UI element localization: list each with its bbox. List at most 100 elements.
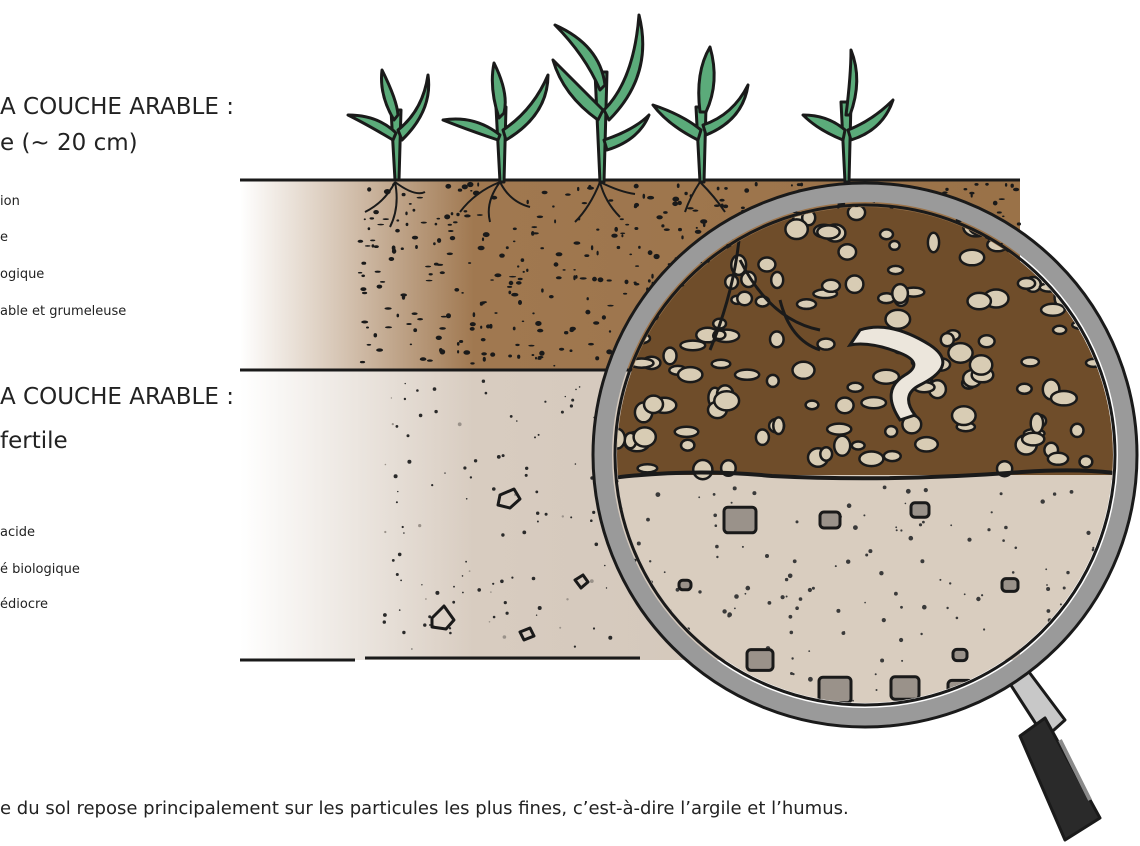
subsoil-speck <box>435 591 439 595</box>
magnified-grain <box>693 460 712 479</box>
magnified-dot <box>655 667 657 669</box>
soil-speck <box>470 190 472 192</box>
soil-speck <box>553 365 555 367</box>
soil-speck <box>415 245 418 249</box>
subsoil-speck <box>462 575 464 577</box>
magnified-grain <box>675 427 699 437</box>
soil-speck <box>559 348 564 351</box>
magnified-grain <box>678 367 702 382</box>
soil-speck <box>651 274 653 279</box>
magnified-grain <box>952 406 976 425</box>
magnified-grain <box>960 250 984 266</box>
soil-speck <box>661 224 664 227</box>
soil-speck <box>358 272 362 274</box>
soil-speck <box>997 211 1002 213</box>
bottom-layer-item: é biologique <box>0 562 80 578</box>
soil-speck <box>573 269 576 271</box>
subsoil-speck <box>575 389 577 391</box>
magnified-dot <box>734 608 736 610</box>
magnified-dot <box>922 521 925 524</box>
magnified-grain <box>941 333 954 346</box>
soil-speck <box>413 328 417 332</box>
magnified-dot <box>883 486 887 490</box>
soil-speck <box>377 285 383 289</box>
magnified-grain <box>1101 258 1124 273</box>
subsoil-speck <box>458 422 462 426</box>
magnified-dot <box>976 597 980 601</box>
soil-speck <box>1017 222 1021 225</box>
magnified-dot <box>1070 490 1074 494</box>
subsoil-speck <box>571 399 574 402</box>
magnified-grain <box>834 436 850 456</box>
magnified-dot <box>991 511 993 513</box>
soil-speck <box>412 312 418 315</box>
magnified-dot <box>879 571 883 575</box>
magnified-dot <box>864 602 866 604</box>
soil-speck <box>410 344 412 346</box>
magnified-dot <box>781 595 785 599</box>
magnified-dot <box>922 605 927 610</box>
soil-speck <box>477 214 483 216</box>
soil-speck <box>634 282 637 284</box>
soil-speck <box>368 227 371 230</box>
soil-speck <box>421 222 427 224</box>
subsoil-speck <box>462 592 464 594</box>
magnified-dot <box>895 526 897 528</box>
subsoil-speck <box>421 584 422 585</box>
soil-speck <box>537 216 543 219</box>
subsoil-speck <box>383 620 386 623</box>
soil-speck <box>609 330 611 332</box>
magnified-grain <box>735 370 759 380</box>
magnified-dot <box>865 554 868 557</box>
magnified-dot <box>645 686 648 689</box>
subsoil-speck <box>590 519 593 522</box>
soil-speck <box>409 203 412 205</box>
soil-speck <box>457 342 460 346</box>
magnified-dot <box>646 518 650 522</box>
soil-speck <box>376 348 383 351</box>
soil-speck <box>570 327 576 331</box>
soil-speck <box>445 184 451 189</box>
magnified-dot <box>733 486 737 490</box>
soil-speck <box>723 205 728 209</box>
magnified-dot <box>882 618 886 622</box>
soil-speck <box>609 199 614 201</box>
magnified-dot <box>715 524 718 527</box>
subsoil-speck <box>470 476 472 478</box>
soil-speck <box>370 240 375 242</box>
soil-speck <box>396 219 399 221</box>
soil-speck <box>556 276 562 279</box>
soil-speck <box>435 223 438 226</box>
soil-speck <box>684 192 687 195</box>
soil-speck <box>462 184 468 189</box>
magnified-grain <box>861 397 886 408</box>
magnified-dot <box>790 672 793 675</box>
soil-speck <box>483 232 490 237</box>
soil-speck <box>360 287 366 291</box>
magnified-dot <box>1066 571 1069 574</box>
subsoil-speck <box>490 591 492 593</box>
soil-speck <box>974 183 978 186</box>
subsoil-speck <box>536 512 539 515</box>
soil-speck <box>370 217 375 219</box>
soil-speck <box>360 361 365 363</box>
magnified-grain <box>884 451 901 461</box>
subsoil-speck <box>593 627 595 629</box>
soil-speck <box>480 326 482 329</box>
magnified-dot <box>863 514 865 516</box>
magnified-grain <box>852 442 865 450</box>
subsoil-speck <box>566 598 568 600</box>
soil-speck <box>719 199 724 202</box>
soil-speck <box>638 246 641 249</box>
magnified-dot <box>956 617 959 620</box>
soil-speck <box>663 211 668 214</box>
soil-speck <box>402 193 406 196</box>
soil-speck <box>392 245 396 250</box>
magnified-grain <box>785 219 807 239</box>
magnified-dot <box>799 597 803 601</box>
subsoil-speck <box>482 380 485 383</box>
soil-speck <box>607 279 612 281</box>
soil-speck <box>461 292 464 294</box>
magnified-dot <box>698 496 700 498</box>
soil-speck <box>522 321 525 323</box>
